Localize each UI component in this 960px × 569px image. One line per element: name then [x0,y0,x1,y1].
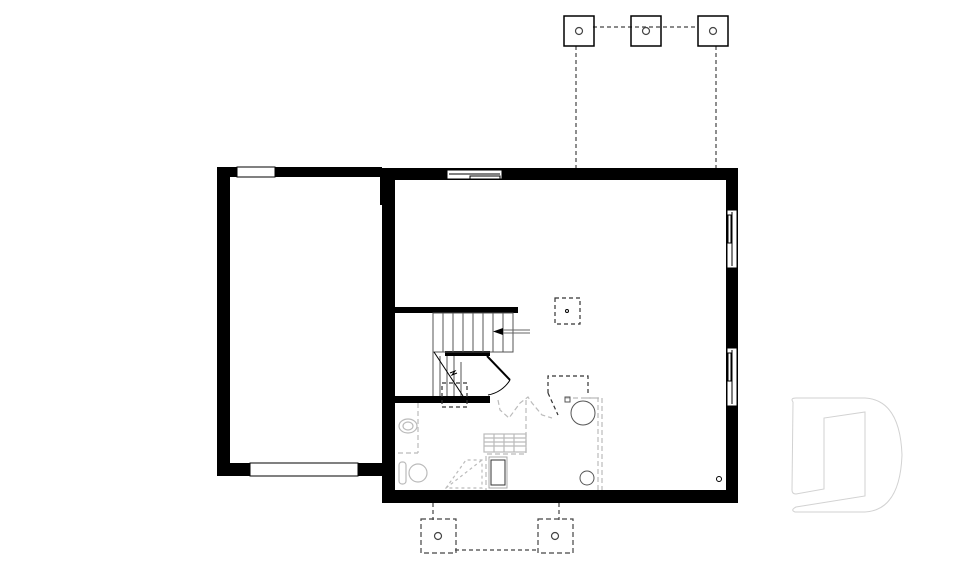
stair-arrow-icon [493,328,530,335]
pier-footing-icon [420,518,457,554]
pier-footing-icon [697,15,729,47]
garage [217,166,384,477]
windows [446,169,738,407]
water-heater-icon [570,400,596,426]
window-right-1 [726,209,738,269]
sink-icon [398,418,418,434]
shower-grate [483,433,527,453]
garage-window [236,166,276,178]
stairs [432,312,514,397]
pier-footing-icon [563,15,595,47]
window-right-2 [726,347,738,407]
house-walls [382,168,738,503]
window-top [446,169,503,180]
pier-footing-icon [630,15,662,47]
door-swing-icon [486,355,511,396]
storage-box [444,459,483,489]
toilet-icon [398,461,428,485]
dashed-fixtures [441,297,589,416]
pier-footings-top [563,15,729,170]
garage-door-opening [249,462,359,477]
pier-footings-bottom [420,503,574,554]
column-icon [565,309,569,313]
laundry-fixtures [488,396,722,489]
bathroom-fixtures [398,396,603,490]
pier-footing-icon [537,518,574,554]
brand-logo-icon [791,397,903,513]
